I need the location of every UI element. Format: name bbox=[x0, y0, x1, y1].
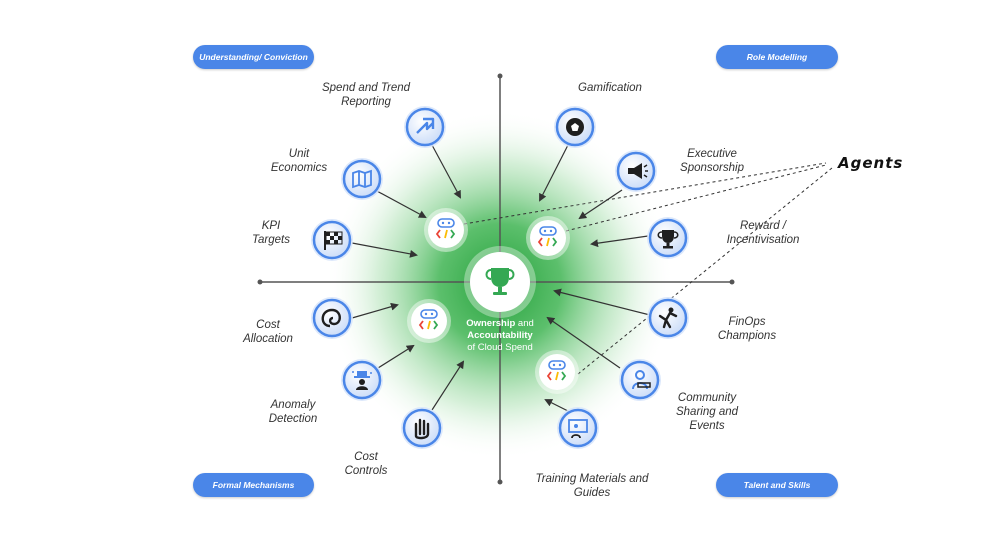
arrow-training bbox=[544, 399, 571, 413]
agent-bot-icon bbox=[535, 350, 579, 394]
pill-talent-skills: Talent and Skills bbox=[716, 473, 838, 497]
arrow-cost-controls bbox=[431, 360, 465, 411]
arrow-gamification bbox=[539, 144, 569, 202]
loop-icon bbox=[311, 297, 353, 339]
raised-hand-icon bbox=[401, 407, 443, 449]
agents-dash-1 bbox=[463, 162, 827, 225]
pill-role-modelling: Role Modelling bbox=[716, 45, 838, 69]
arrow-executive bbox=[578, 189, 623, 220]
label-unit-economics: Unit Economics bbox=[270, 148, 328, 174]
map-icon bbox=[341, 158, 383, 200]
speaker-person-icon bbox=[619, 359, 661, 401]
label-cost-controls: Cost Controls bbox=[344, 451, 388, 477]
label-training: Training Materials and Guides bbox=[535, 473, 649, 499]
label-cost-allocation: Cost Allocation bbox=[243, 319, 293, 345]
label-finops-champions: FinOps Champions bbox=[717, 316, 777, 342]
soccer-ball-icon bbox=[554, 106, 596, 148]
center-title: Ownership and Accountability of Cloud Sp… bbox=[455, 318, 545, 354]
agent-bot-icon bbox=[407, 299, 451, 343]
agent-bot-icon bbox=[424, 208, 468, 252]
label-kpi-targets: KPI Targets bbox=[252, 220, 290, 246]
agents-label: Agents bbox=[838, 154, 904, 172]
megaphone-icon bbox=[615, 150, 657, 192]
label-reward: Reward / Incentivisation bbox=[726, 220, 800, 246]
label-spend-trend: Spend and Trend Reporting bbox=[321, 82, 411, 108]
label-executive-sponsorship: Executive Sponsorship bbox=[680, 148, 744, 174]
arrow-reward bbox=[590, 235, 649, 248]
axis-end-top bbox=[497, 73, 503, 79]
pill-understanding: Understanding/ Conviction bbox=[193, 45, 314, 69]
center-line1-rest: and bbox=[515, 318, 534, 329]
label-community: Community Sharing and Events bbox=[675, 392, 739, 432]
arrow-community bbox=[546, 316, 621, 369]
axis-end-bottom bbox=[497, 479, 503, 485]
label-anomaly-detection: Anomaly Detection bbox=[268, 399, 318, 425]
center-line1-bold: Ownership bbox=[466, 318, 516, 329]
martial-arts-icon bbox=[647, 297, 689, 339]
pill-formal-mechanisms: Formal Mechanisms bbox=[193, 473, 314, 497]
arrow-cost-allocation bbox=[351, 302, 399, 319]
arrow-anomaly bbox=[377, 344, 415, 369]
arrow-finops bbox=[553, 288, 651, 316]
arrow-kpi bbox=[351, 242, 418, 258]
arrow-spend-trend bbox=[431, 144, 461, 199]
agent-bot-icon bbox=[526, 216, 570, 260]
presentation-icon bbox=[557, 407, 599, 449]
center-trophy-icon bbox=[485, 268, 515, 295]
trend-arrow-icon bbox=[404, 106, 446, 148]
arrow-unit-economics bbox=[374, 189, 427, 218]
center-line2: Accountability bbox=[467, 330, 533, 341]
trophy-icon bbox=[647, 217, 689, 259]
axis-end-left bbox=[257, 279, 263, 285]
axis-end-right bbox=[729, 279, 735, 285]
label-gamification: Gamification bbox=[578, 82, 642, 94]
magician-icon bbox=[341, 359, 383, 401]
agents-dash-2 bbox=[565, 164, 827, 232]
agents-dash-3 bbox=[577, 167, 833, 375]
center-line3: of Cloud Spend bbox=[467, 342, 533, 353]
checkered-flag-icon bbox=[311, 219, 353, 261]
